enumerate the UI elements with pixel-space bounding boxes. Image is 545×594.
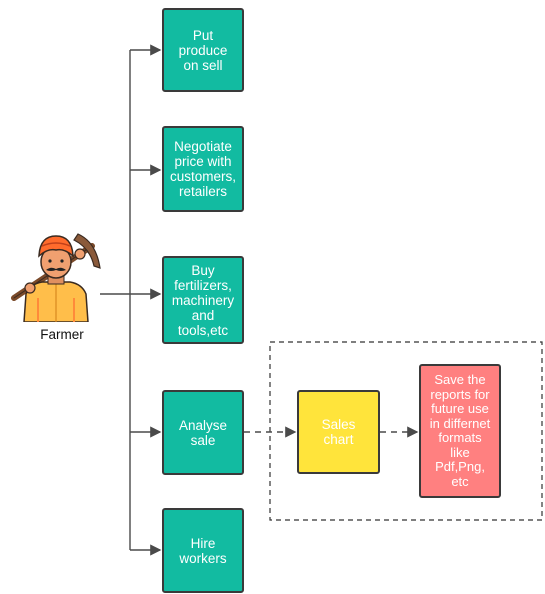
save-reports-node: Save the reports for future use in diffe…: [419, 364, 501, 498]
analysis-group-boundary: [269, 341, 543, 521]
action-buy-supplies: Buy fertilizers, machinery and tools,etc: [162, 256, 244, 344]
farmer-icon: [11, 233, 101, 322]
action-put-produce-on-sell: Put produce on sell: [162, 8, 244, 92]
action-analyse-sale: Analyse sale: [162, 390, 244, 475]
sales-chart-node: Sales chart: [297, 390, 380, 474]
farmer-label: Farmer: [40, 327, 84, 342]
action-negotiate-price: Negotiate price with customers, retailer…: [162, 126, 244, 212]
action-hire-workers: Hire workers: [162, 508, 244, 593]
